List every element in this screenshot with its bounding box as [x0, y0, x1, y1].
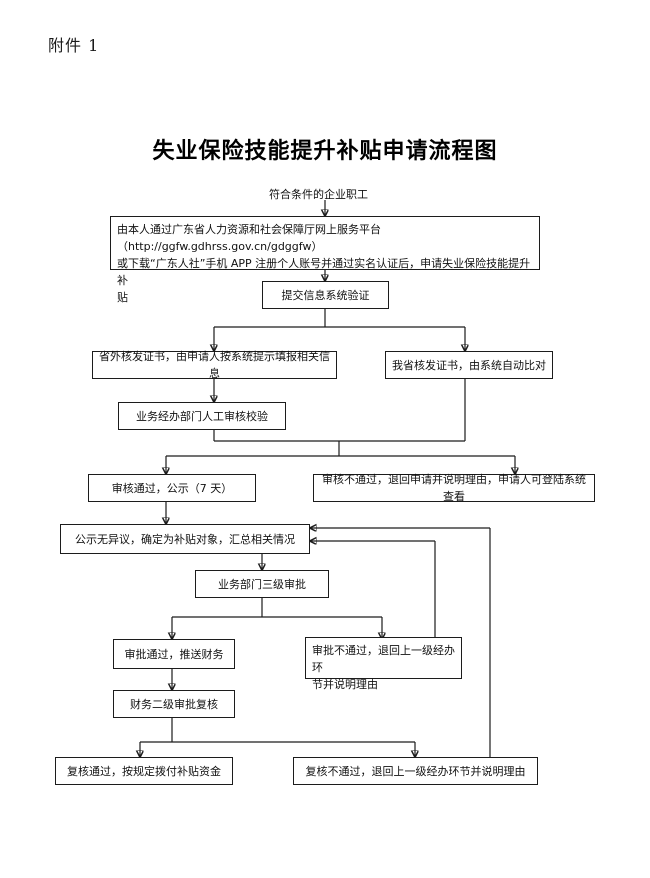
node-approval-pass-to-finance[interactable]: 审批通过，推送财务: [113, 639, 235, 669]
node-recheck-fail-return[interactable]: 复核不通过，退回上一级经办环节并说明理由: [293, 757, 538, 785]
node-publicity-no-objection[interactable]: 公示无异议，确定为补贴对象，汇总相关情况: [60, 524, 310, 554]
node-line-1: 由本人通过广东省人力资源和社会保障厅网上服务平台（http://ggfw.gdh…: [117, 223, 381, 253]
node-out-of-province-certificate[interactable]: 省外核发证书，由申请人按系统提示填报相关信息: [92, 350, 337, 380]
node-finance-second-review[interactable]: 财务二级审批复核: [113, 690, 235, 718]
page-title: 失业保险技能提升补贴申请流程图: [152, 138, 498, 164]
node-manual-check[interactable]: 业务经办部门人工审核校验: [118, 402, 286, 430]
node-online-application[interactable]: 由本人通过广东省人力资源和社会保障厅网上服务平台（http://ggfw.gdh…: [110, 216, 540, 304]
node-three-level-approval[interactable]: 业务部门三级审批: [195, 570, 329, 598]
node-recheck-pass-disburse[interactable]: 复核通过，按规定拨付补贴资金: [55, 757, 233, 785]
node-review-pass-publicity[interactable]: 审核通过，公示（7 天）: [88, 474, 256, 502]
node-line-3: 贴: [117, 291, 128, 304]
node-review-fail-return[interactable]: 审核不通过，退回申请并说明理由，申请人可登陆系统查看: [313, 473, 595, 503]
node-line-2: 节并说明理由: [312, 678, 378, 691]
attachment-label: 附件 1: [48, 36, 100, 55]
node-in-province-certificate[interactable]: 我省核发证书，由系统自动比对: [385, 351, 553, 379]
node-line-2: 或下载“广东人社”手机 APP 注册个人账号并通过实名认证后，申请失业保险技能提…: [117, 257, 531, 287]
start-label: 符合条件的企业职工: [269, 188, 368, 201]
node-line-1: 审批不通过，退回上一级经办环: [312, 644, 455, 674]
node-approval-fail-return[interactable]: 审批不通过，退回上一级经办环 节并说明理由: [305, 637, 462, 691]
node-submit-verify[interactable]: 提交信息系统验证: [262, 281, 389, 309]
